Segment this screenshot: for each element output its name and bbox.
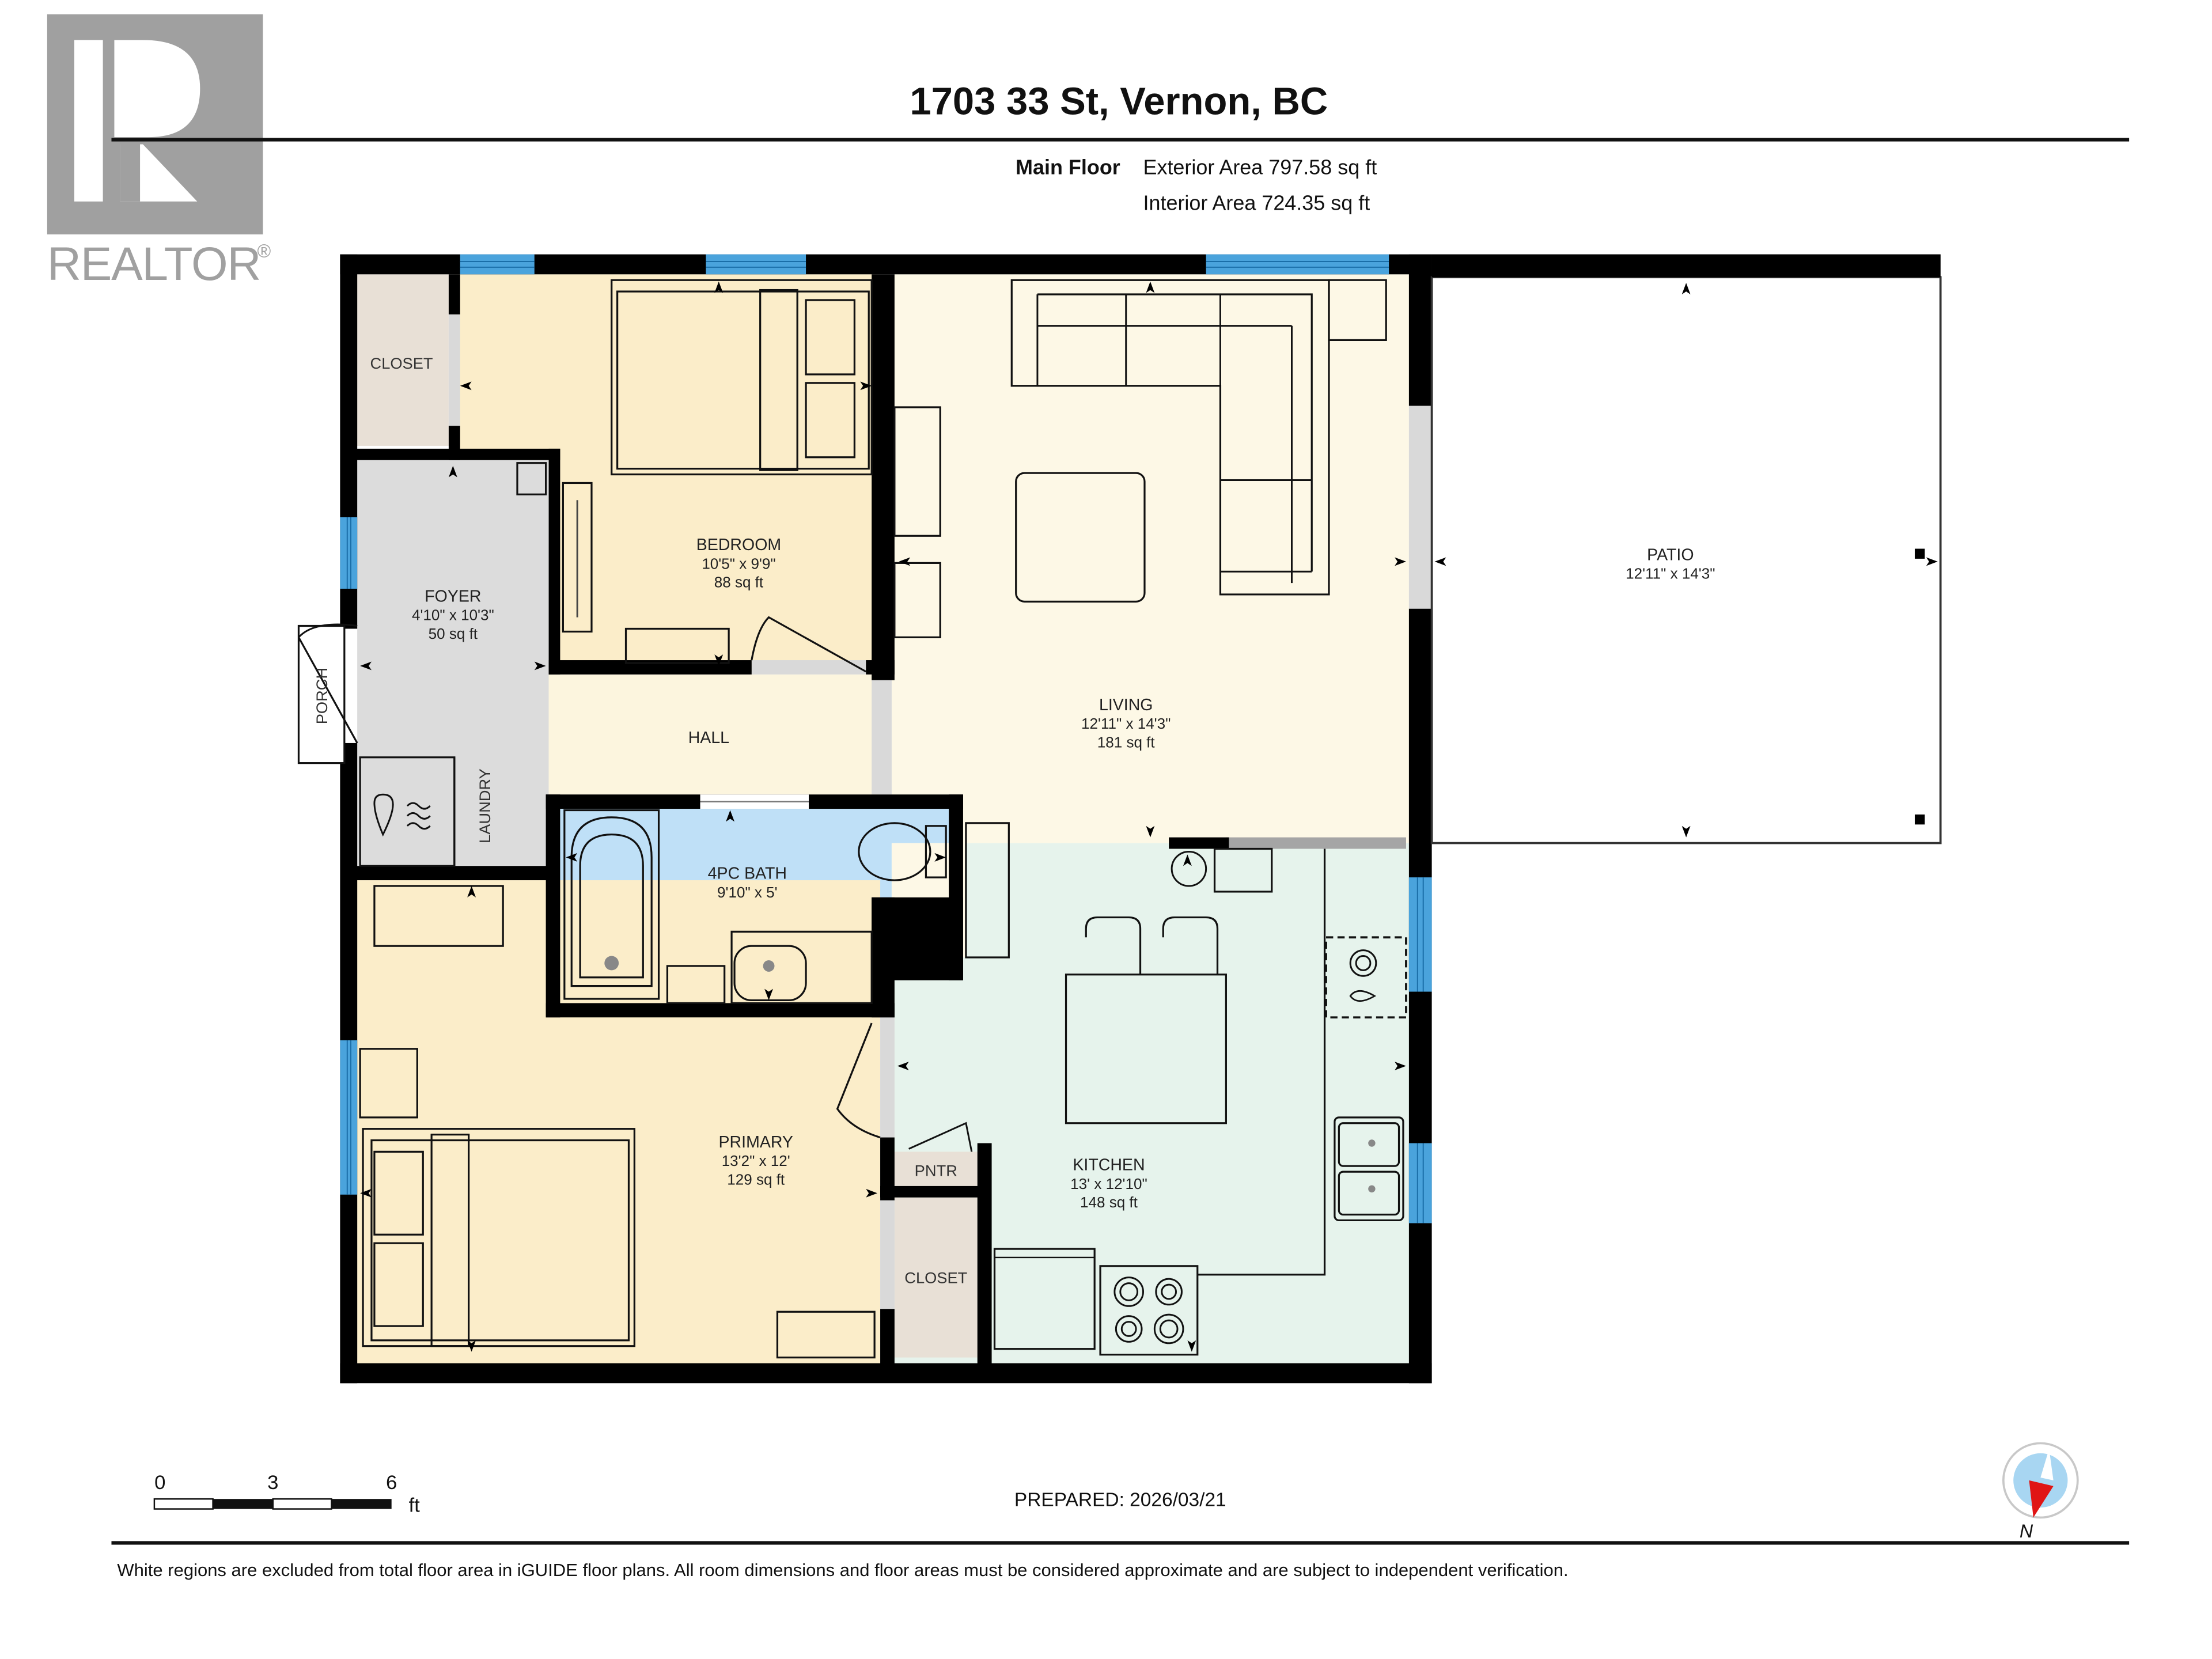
room-hall-label: HALL — [688, 729, 729, 747]
room-bedroom-label: BEDROOM 10'5" x 9'9" 88 sq ft — [696, 536, 781, 590]
scale-unit: ft — [408, 1494, 420, 1516]
scale-tick-3: 3 — [267, 1472, 278, 1494]
exterior-area: Exterior Area 797.58 sq ft — [1143, 156, 1377, 179]
room-closet-top-label: CLOSET — [370, 354, 433, 372]
svg-text:129 sq ft: 129 sq ft — [727, 1171, 785, 1188]
svg-text:12'11" x 14'3": 12'11" x 14'3" — [1081, 715, 1171, 732]
floor-name: Main Floor — [1016, 156, 1120, 179]
svg-text:13' x 12'10": 13' x 12'10" — [1070, 1175, 1147, 1192]
footer-divider — [111, 1541, 2130, 1545]
svg-text:4PC BATH: 4PC BATH — [708, 865, 787, 883]
registered-mark: ® — [257, 241, 271, 262]
svg-text:148 sq ft: 148 sq ft — [1080, 1194, 1138, 1211]
floor-plan: CLOSET BEDROOM 10'5" x 9'9" 88 sq ft FOY… — [297, 254, 1942, 1384]
measurement-arrows — [360, 281, 1938, 1352]
furnace-icon — [406, 802, 431, 830]
svg-text:88 sq ft: 88 sq ft — [714, 574, 764, 591]
interior-area: Interior Area 724.35 sq ft — [1143, 191, 1370, 215]
svg-text:9'10" x 5': 9'10" x 5' — [717, 884, 778, 901]
svg-text:KITCHEN: KITCHEN — [1073, 1156, 1145, 1175]
porch-label: PORCH — [313, 668, 331, 724]
svg-text:PRIMARY: PRIMARY — [719, 1133, 793, 1152]
room-living-label: LIVING 12'11" x 14'3" 181 sq ft — [1081, 696, 1171, 751]
room-closet-bottom[interactable] — [894, 1197, 978, 1358]
laundry-label: LAUNDRY — [476, 768, 494, 843]
windows — [340, 254, 1432, 1224]
svg-text:10'5" x 9'9": 10'5" x 9'9" — [702, 555, 775, 572]
svg-text:PATIO: PATIO — [1647, 546, 1694, 564]
svg-text:12'11" x 14'3": 12'11" x 14'3" — [1626, 565, 1715, 582]
room-primary[interactable] — [354, 880, 881, 1372]
svg-text:181 sq ft: 181 sq ft — [1097, 733, 1156, 751]
svg-text:13'2" x 12': 13'2" x 12' — [722, 1152, 790, 1169]
scale-tick-6: 6 — [386, 1472, 397, 1494]
svg-text:50 sq ft: 50 sq ft — [429, 625, 478, 642]
room-patio-label: PATIO 12'11" x 14'3" — [1626, 546, 1715, 582]
room-foyer[interactable] — [357, 460, 549, 869]
water-heater-icon — [373, 793, 394, 837]
realtor-logo: REALTOR ® — [47, 14, 271, 290]
room-patio[interactable] — [1430, 276, 1942, 844]
disclaimer-text: White regions are excluded from total fl… — [117, 1560, 1568, 1580]
svg-text:LIVING: LIVING — [1099, 696, 1153, 714]
scale-bar: 0 3 6 ft — [153, 1472, 420, 1516]
svg-text:4'10" x 10'3": 4'10" x 10'3" — [412, 607, 494, 624]
room-kitchen-label: KITCHEN 13' x 12'10" 148 sq ft — [1070, 1156, 1147, 1211]
room-primary-label: PRIMARY 13'2" x 12' 129 sq ft — [719, 1133, 793, 1188]
svg-text:BEDROOM: BEDROOM — [696, 536, 781, 554]
compass-north-label: N — [2020, 1521, 2033, 1541]
title-divider — [111, 138, 2130, 142]
prepared-date: PREPARED: 2026/03/21 — [1014, 1490, 1226, 1511]
room-living[interactable] — [891, 274, 1409, 843]
svg-text:CLOSET: CLOSET — [370, 354, 433, 372]
room-bath-label: 4PC BATH 9'10" x 5' — [708, 865, 787, 901]
room-pantry-label: PNTR — [915, 1162, 957, 1180]
compass-icon: N — [2002, 1442, 2079, 1541]
room-foyer-label: FOYER 4'10" x 10'3" 50 sq ft — [412, 587, 494, 642]
scale-tick-0: 0 — [154, 1472, 165, 1494]
svg-text:FOYER: FOYER — [425, 587, 481, 605]
room-hall[interactable] — [548, 674, 881, 798]
page-title: 1703 33 St, Vernon, BC — [910, 79, 1328, 123]
room-pantry[interactable] — [894, 1152, 978, 1186]
room-closet-top[interactable] — [354, 274, 449, 446]
realtor-wordmark: REALTOR — [47, 238, 260, 290]
room-closet-bottom-label: CLOSET — [904, 1269, 967, 1287]
